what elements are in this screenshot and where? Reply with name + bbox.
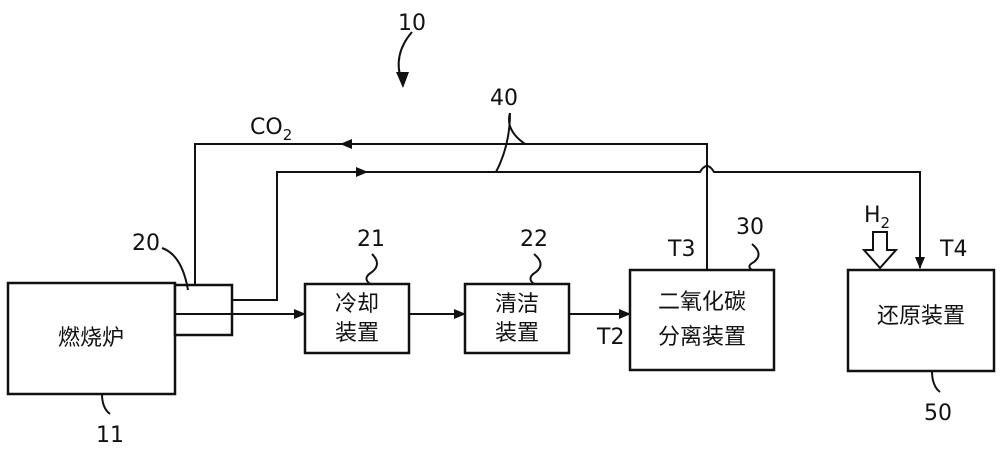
co2-separator-ref-leader — [748, 243, 760, 271]
system-ref-arrowhead — [396, 72, 409, 88]
temp-t2: T2 — [596, 325, 624, 350]
co2-separator-box — [628, 268, 776, 372]
cleaner-box — [463, 282, 571, 355]
reduction-label: 还原装置 — [877, 304, 965, 329]
co2-return-pipe — [194, 143, 708, 300]
feed-pipe-to-reduction — [232, 165, 925, 301]
exhaust-ref: 20 — [132, 231, 160, 256]
h2-input-arrow — [861, 231, 899, 270]
cleaner-label-line1: 清洁 — [495, 292, 539, 317]
co2-separator-label-line1: 二氧化碳 — [658, 290, 746, 315]
co2-separator-ref: 30 — [736, 215, 764, 240]
furnace-ref: 11 — [96, 423, 124, 448]
co2-label: CO2 — [250, 115, 292, 144]
furnace-box — [6, 281, 177, 396]
reduction-ref-leader — [931, 370, 941, 393]
system-ref-label: 10 — [398, 11, 426, 36]
reduction-ref: 50 — [924, 401, 952, 426]
cooler-label-line2: 装置 — [335, 321, 379, 346]
cleaner-ref: 22 — [520, 227, 548, 252]
cooler-ref: 21 — [357, 227, 385, 252]
exhaust-duct — [173, 283, 234, 337]
temp-t3: T3 — [667, 237, 695, 262]
pipe-ref-leader-2 — [495, 112, 511, 173]
temp-t4: T4 — [939, 237, 967, 262]
co2-separator-label-line2: 分离装置 — [658, 325, 746, 350]
feed-pipe-arrow — [356, 167, 368, 177]
cooler-ref-leader — [365, 253, 378, 285]
furnace-ref-leader — [101, 393, 111, 415]
exhaust-ref-leader — [161, 247, 189, 291]
pipe-ref-label: 40 — [490, 86, 518, 111]
reduction-box — [846, 268, 996, 373]
furnace-label: 燃烧炉 — [58, 326, 124, 351]
cooler-box — [303, 282, 411, 355]
cleaner-ref-leader — [529, 253, 542, 285]
cooler-label-line1: 冷却 — [335, 292, 379, 317]
pipe-ref-leader-1 — [508, 112, 526, 145]
cleaner-label-line2: 装置 — [495, 321, 539, 346]
h2-label: H2 — [864, 203, 890, 232]
co2-return-arrow — [340, 139, 352, 149]
